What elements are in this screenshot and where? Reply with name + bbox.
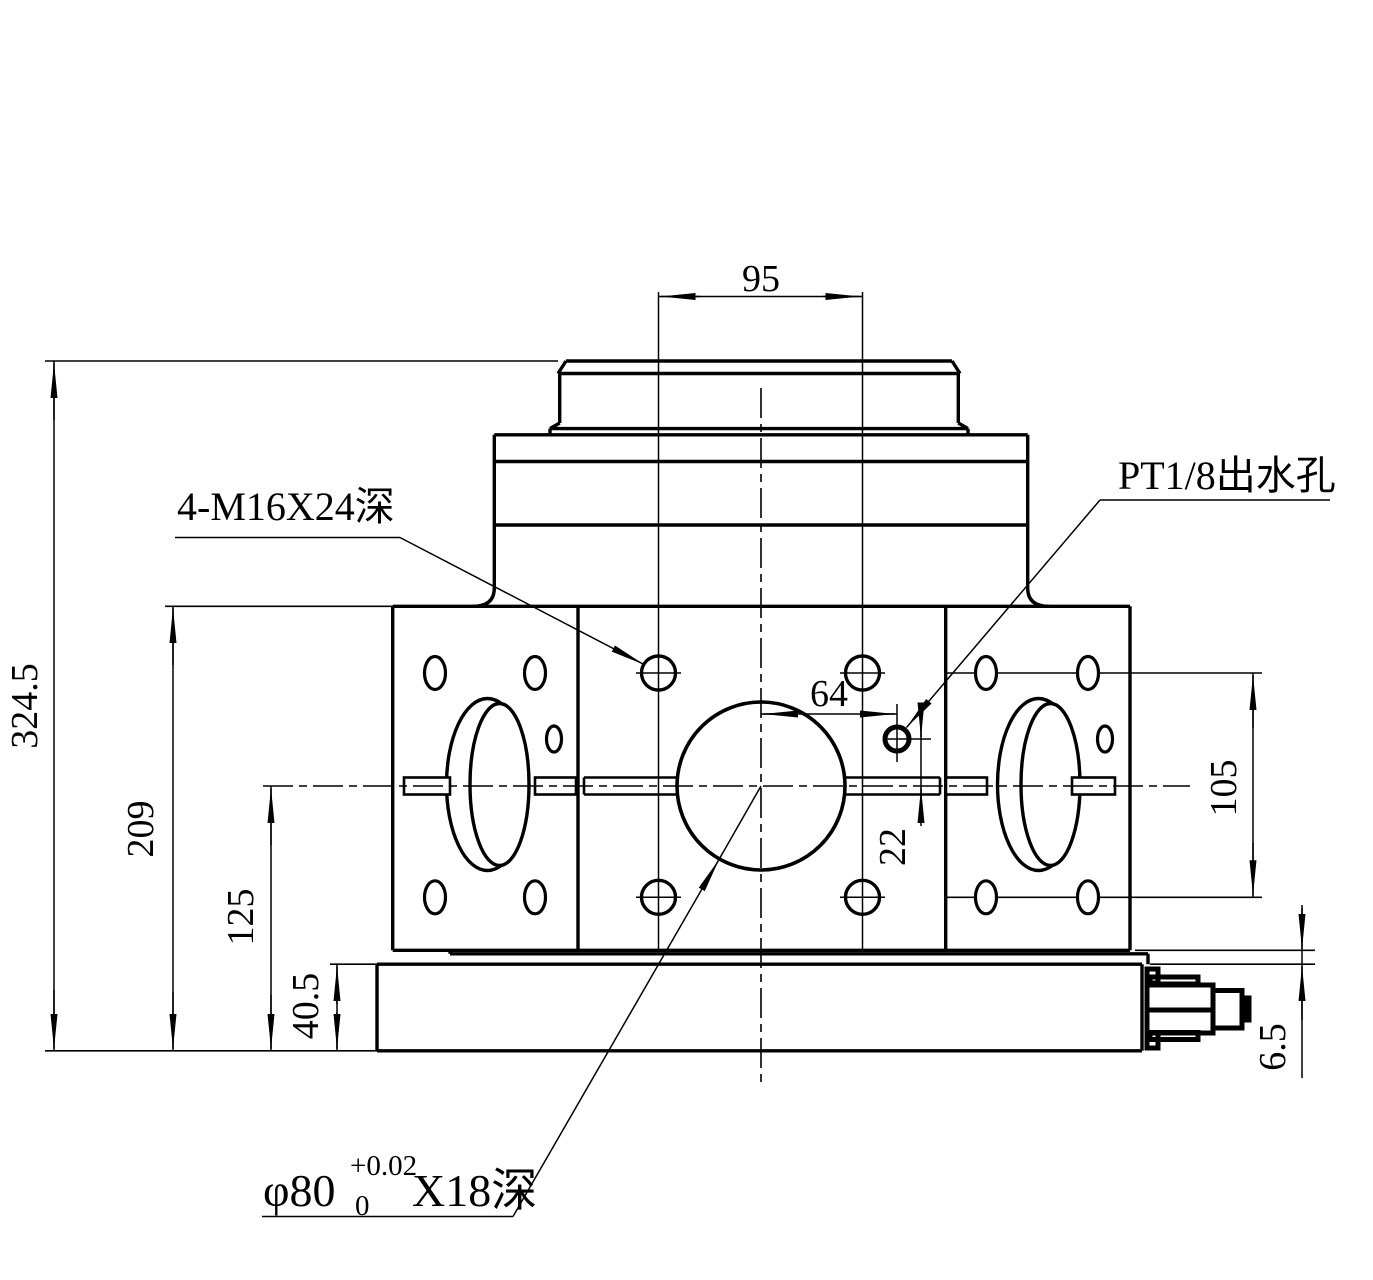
- dim-text-64: 64: [810, 673, 848, 715]
- thread-callout-label: 4-M16X24深: [177, 484, 395, 529]
- dim-text-125: 125: [220, 889, 262, 946]
- center-lines: [263, 388, 1190, 1082]
- small-side-holes: [422, 654, 1115, 916]
- water-outlet-label: PT1/8出水孔: [1118, 453, 1336, 498]
- dim-text-22: 22: [872, 828, 914, 866]
- extension-lines: [45, 360, 1315, 1052]
- dim-text-324-5: 324.5: [4, 663, 46, 749]
- side-fitting: [1144, 966, 1252, 1051]
- dim-text-6-5: 6.5: [1252, 1023, 1294, 1071]
- bore-callout-tolerance-lower: 0: [355, 1190, 370, 1222]
- dim-text-209: 209: [120, 801, 162, 858]
- bore-callout-prefix: φ80: [263, 1165, 336, 1216]
- outlet-leader: [905, 499, 1101, 728]
- bore-leader: [512, 859, 720, 1217]
- bore-callout-tolerance-upper: +0.02: [350, 1150, 417, 1182]
- dim-text-40-5: 40.5: [285, 973, 327, 1040]
- thread-leader: [399, 536, 645, 666]
- bore-leader-tail: [718, 785, 762, 860]
- part-outline: [375, 359, 1150, 1053]
- side-bores: [444, 696, 1082, 873]
- leader-lines: [175, 499, 1330, 1218]
- dimension-arrows: [50, 293, 1306, 1049]
- dim-text-95: 95: [742, 258, 780, 300]
- bore-callout-suffix: X18深: [412, 1165, 537, 1216]
- center-slots: [402, 776, 1117, 796]
- dim-text-105: 105: [1203, 760, 1245, 817]
- dimension-lines: [53, 295, 1303, 1078]
